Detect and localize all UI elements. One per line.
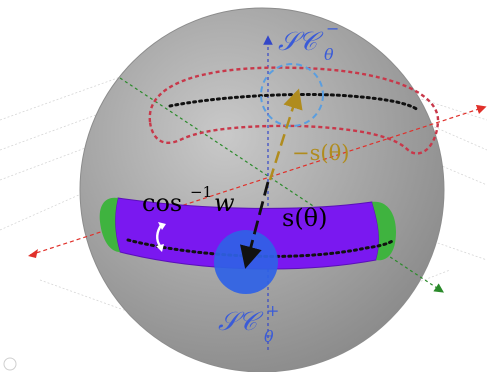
sphere bbox=[79, 7, 445, 372]
sc-plus-label-sup: + bbox=[266, 301, 279, 320]
lower-dotted-curve bbox=[126, 238, 396, 258]
sc-plus-label-base: 𝒮𝒞 bbox=[218, 307, 264, 337]
neg-s-theta-arrow bbox=[268, 88, 303, 181]
sc-plus-cap bbox=[214, 230, 278, 294]
cos-inv-label-sup: −1 bbox=[190, 183, 212, 201]
cos-inv-arrowhead-bottom bbox=[156, 244, 164, 252]
sc-minus-cap-outline bbox=[260, 63, 324, 127]
sc-minus-label-base: 𝒮𝒞 bbox=[278, 27, 324, 57]
cos-inv-arrowhead-top bbox=[158, 222, 166, 230]
upper-dashed-curve bbox=[148, 66, 440, 155]
cos-inv-label-base: cos bbox=[142, 189, 182, 217]
sc-minus-label: 𝒮𝒞 − θ bbox=[278, 19, 339, 64]
sc-plus-label: 𝒮𝒞 + θ bbox=[218, 301, 279, 346]
upper-dotted-curve bbox=[168, 92, 420, 112]
sc-plus-label-sub: θ bbox=[264, 327, 274, 346]
neg-s-theta-label: −s(θ) bbox=[292, 141, 349, 165]
s-theta-label: s(θ) bbox=[282, 204, 328, 232]
background-grid bbox=[0, 69, 487, 331]
red-axis-left-arrow bbox=[28, 249, 38, 258]
corner-logo-icon bbox=[3, 357, 17, 371]
sc-minus-label-sup: − bbox=[326, 19, 339, 38]
cos-inv-w-label: cos −1 w bbox=[142, 183, 235, 217]
band-left-end bbox=[99, 197, 120, 252]
band-right-end bbox=[372, 201, 396, 261]
cos-inv-label-var: w bbox=[214, 189, 235, 217]
sc-minus-label-sub: θ bbox=[324, 45, 334, 64]
s-theta-arrow bbox=[240, 181, 270, 269]
